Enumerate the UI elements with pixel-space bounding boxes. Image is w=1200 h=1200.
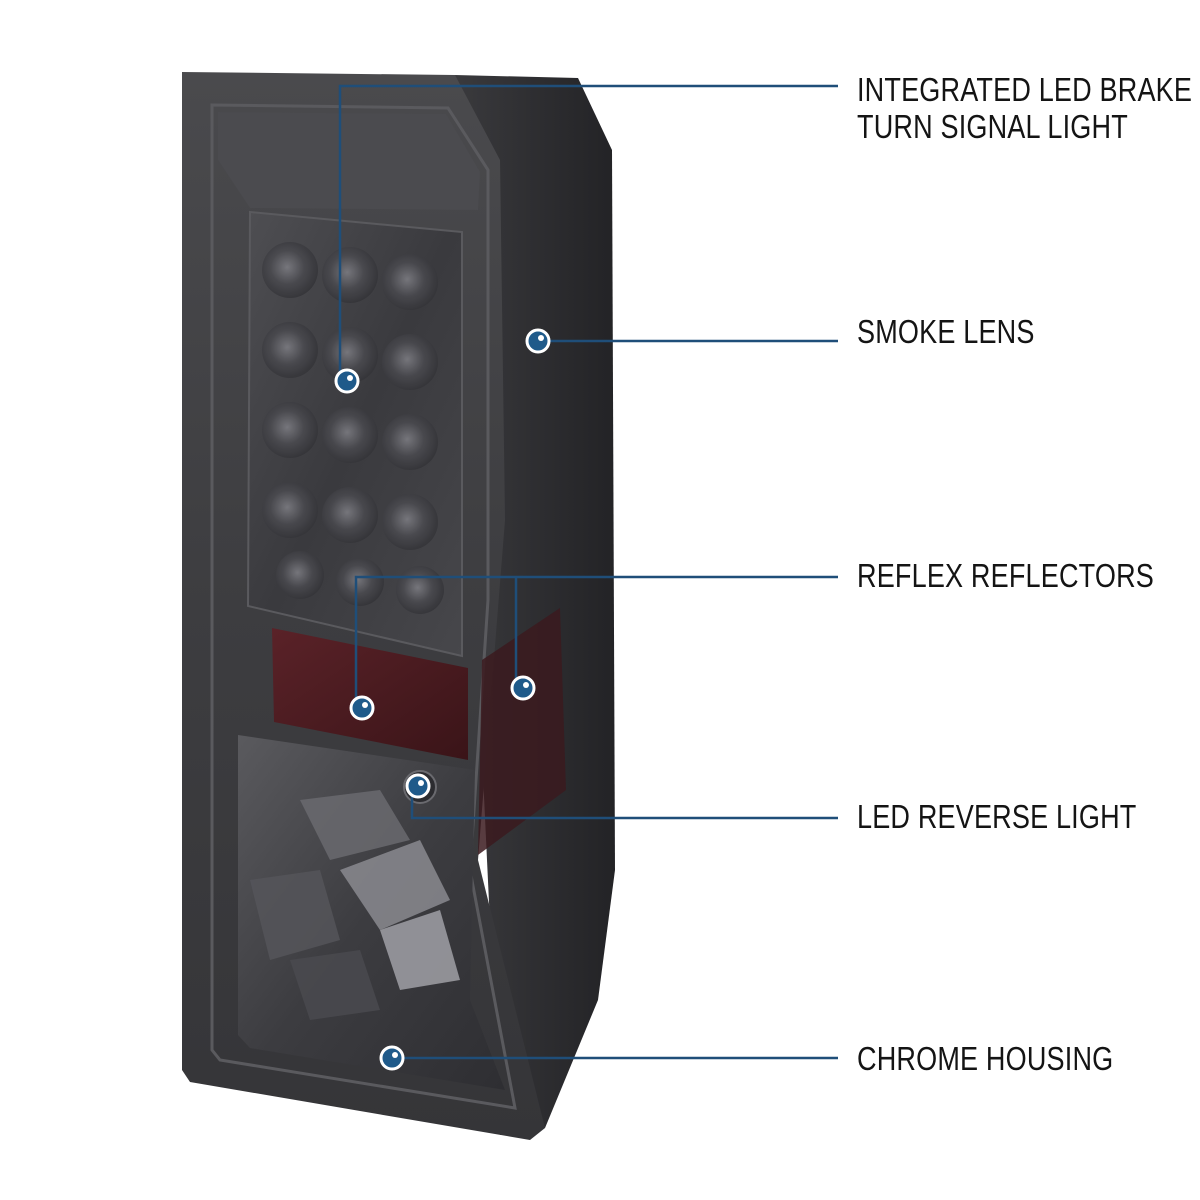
- marker-reflex-reflector-side: [510, 675, 536, 701]
- callout-label-line: CHROME HOUSING: [857, 1040, 1114, 1077]
- leader-line-led-reverse: [410, 790, 838, 820]
- marker-led-brake-turn: [334, 368, 360, 394]
- callout-label-led-brake-turn: INTEGRATED LED BRAKE & TURN SIGNAL LIGHT: [857, 71, 1200, 145]
- callout-markers: [334, 328, 551, 1071]
- upper-lens-plate: [218, 112, 480, 210]
- callout-label-line: TURN SIGNAL LIGHT: [857, 108, 1128, 145]
- callout-label-led-reverse: LED REVERSE LIGHT: [857, 798, 1136, 835]
- marker-smoke-lens: [525, 328, 551, 354]
- reverse-light-facets: [250, 790, 460, 1020]
- callout-label-line: REFLEX REFLECTORS: [857, 557, 1155, 594]
- leader-line-led-brake-turn: [338, 84, 838, 375]
- marker-led-reverse: [405, 773, 431, 799]
- callout-label-smoke-lens: SMOKE LENS: [857, 313, 1035, 350]
- callout-label-reflex-reflectors: REFLEX REFLECTORS: [857, 557, 1154, 594]
- leader-lines: [338, 84, 838, 1060]
- reflex-reflector-side: [478, 608, 566, 855]
- marker-chrome-housing: [379, 1045, 405, 1071]
- led-cell-grid: [262, 242, 444, 614]
- leader-line-reflex-reflectors: [354, 575, 838, 700]
- reflex-reflector-front: [272, 628, 468, 760]
- callout-label-line: INTEGRATED LED BRAKE &: [857, 71, 1200, 108]
- callout-label-chrome-housing: CHROME HOUSING: [857, 1040, 1113, 1077]
- callout-label-line: SMOKE LENS: [857, 313, 1035, 350]
- callout-label-line: LED REVERSE LIGHT: [857, 798, 1137, 835]
- marker-reflex-reflector-front: [349, 695, 375, 721]
